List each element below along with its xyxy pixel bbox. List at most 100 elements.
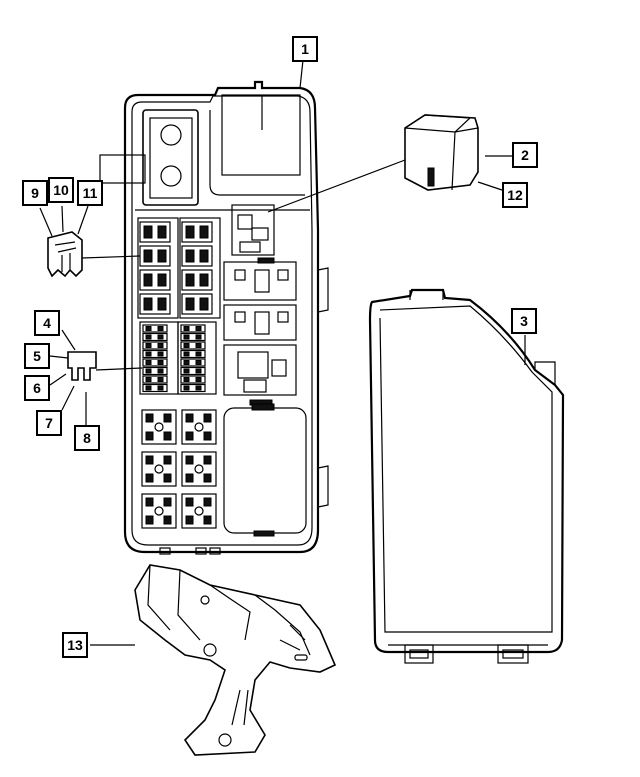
callout-1: 1 xyxy=(292,36,318,62)
callout-3: 3 xyxy=(511,308,537,334)
maxi-fuse-terminal xyxy=(199,273,209,287)
mini-fuse xyxy=(180,366,206,376)
maxi-fuse-terminal xyxy=(199,249,209,263)
mini-fuse xyxy=(180,383,206,393)
relay-socket-pin xyxy=(163,497,172,507)
mini-fuse xyxy=(180,375,206,384)
mini-fuse xyxy=(142,375,168,384)
mini-fuse xyxy=(142,366,168,376)
mini-fuse-terminal xyxy=(183,385,190,391)
relay-socket-pin xyxy=(163,473,172,483)
leader-11 xyxy=(77,205,89,235)
relay-socket-pin xyxy=(163,455,172,465)
mini-fuse-terminal xyxy=(145,326,152,331)
callout-7: 7 xyxy=(36,410,62,436)
fuse-box-body xyxy=(123,80,329,554)
mini-fuse-terminal xyxy=(157,334,164,340)
right-relay-block xyxy=(223,204,297,406)
leader-9 xyxy=(39,207,53,237)
mini-fuse xyxy=(142,324,168,333)
relay-socket-pin xyxy=(203,455,212,465)
relay-socket-pin xyxy=(145,497,154,507)
maxi-fuse xyxy=(181,293,213,315)
maxi-fuse-terminal xyxy=(185,249,195,263)
mini-fuse-terminal xyxy=(145,368,152,374)
maxi-fuse xyxy=(181,221,213,243)
maxi-fuse-terminal xyxy=(143,249,153,263)
maxi-fuse-terminal xyxy=(143,225,153,239)
callout-10: 10 xyxy=(48,177,74,203)
relay-socket-pin xyxy=(185,413,194,423)
mini-fuse-terminal xyxy=(195,343,202,348)
mini-fuse-terminal xyxy=(183,377,190,382)
relay-socket-pin xyxy=(163,413,172,423)
relay-socket-block xyxy=(141,409,217,529)
mini-fuse-terminal xyxy=(195,360,202,365)
relay-socket-center xyxy=(154,506,164,516)
relay-socket-pin xyxy=(185,473,194,483)
mini-fuse-terminal xyxy=(157,385,164,391)
fuse-box-cover xyxy=(368,288,565,664)
relay-socket-pin xyxy=(185,497,194,507)
maxi-fuse-terminal xyxy=(157,249,167,263)
mini-fuse-terminal xyxy=(195,368,202,374)
mini-fuse xyxy=(180,358,206,367)
relay-socket-pin xyxy=(185,455,194,465)
mini-fuse-terminal xyxy=(157,343,164,348)
callout-12: 12 xyxy=(502,182,528,208)
maxi-fuse-terminal xyxy=(157,297,167,311)
callout-5: 5 xyxy=(24,343,50,369)
mini-fuse-terminal xyxy=(183,351,190,357)
relay-socket-pin xyxy=(163,515,172,525)
mini-fuse-terminal xyxy=(145,360,152,365)
mini-fuse xyxy=(180,349,206,359)
relay-socket-pin xyxy=(163,431,172,441)
mini-fuse-terminal xyxy=(195,334,202,340)
relay-socket-pin xyxy=(145,515,154,525)
maxi-fuse-block xyxy=(137,217,221,319)
maxi-fuse-terminal xyxy=(185,297,195,311)
maxi-fuse-terminal xyxy=(199,297,209,311)
relay-socket-pin xyxy=(145,413,154,423)
callout-11: 11 xyxy=(77,180,103,206)
leader-5 xyxy=(49,355,69,359)
mini-fuse-terminal xyxy=(195,377,202,382)
mini-fuse-terminal xyxy=(157,360,164,365)
blade-fuse xyxy=(67,351,97,381)
fuse-clip xyxy=(47,231,83,278)
leader-clip-to-box xyxy=(81,255,141,259)
mini-fuse-terminal xyxy=(145,334,152,340)
relay-socket-pin xyxy=(203,473,212,483)
mini-fuse-terminal xyxy=(183,368,190,374)
callout-13: 13 xyxy=(62,632,88,658)
maxi-fuse-terminal xyxy=(157,225,167,239)
mini-fuse-terminal xyxy=(157,368,164,374)
callout-6: 6 xyxy=(24,375,50,401)
mini-fuse xyxy=(142,332,168,342)
mini-fuse-block xyxy=(139,321,217,395)
relay-socket xyxy=(181,409,217,445)
relay-socket-pin xyxy=(145,473,154,483)
maxi-fuse-terminal xyxy=(185,273,195,287)
relay-socket-center xyxy=(154,422,164,432)
mini-fuse xyxy=(180,341,206,350)
mini-fuse-terminal xyxy=(183,326,190,331)
mini-fuse xyxy=(142,349,168,359)
maxi-fuse-terminal xyxy=(199,225,209,239)
mini-fuse-terminal xyxy=(183,334,190,340)
relay-cube xyxy=(404,114,479,191)
empty-relay-bay xyxy=(223,403,307,537)
callout-2: 2 xyxy=(512,142,538,168)
callout-9: 9 xyxy=(22,180,48,206)
leader-1 xyxy=(299,59,304,89)
relay-socket-pin xyxy=(185,431,194,441)
relay-socket-center xyxy=(194,422,204,432)
maxi-fuse xyxy=(181,269,213,291)
relay-socket-pin xyxy=(203,497,212,507)
relay-socket-center xyxy=(194,506,204,516)
relay-socket xyxy=(141,409,177,445)
leader-7 xyxy=(61,385,75,411)
leader-10 xyxy=(61,205,64,233)
mini-fuse-terminal xyxy=(195,351,202,357)
